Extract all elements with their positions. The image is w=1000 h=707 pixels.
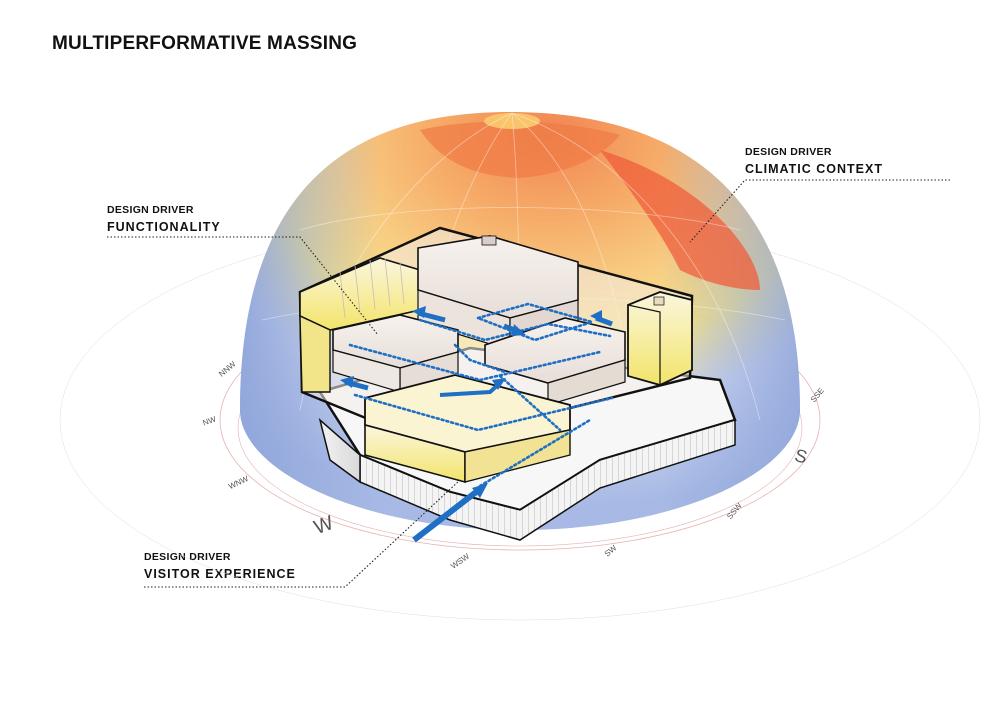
compass-nnw: NNW [217,359,238,378]
compass-wsw: WSW [449,551,471,570]
label-visitor-experience: DESIGN DRIVER VISITOR EXPERIENCE [144,551,296,581]
compass-wnw: WNW [227,474,250,491]
compass-ssw: SSW [725,501,744,521]
label-climatic-context: DESIGN DRIVER CLIMATIC CONTEXT [745,146,883,176]
circulation-paths [348,302,614,488]
compass-sw: SW [603,543,619,558]
label-heading: VISITOR EXPERIENCE [144,567,296,581]
label-heading: CLIMATIC CONTEXT [745,162,883,176]
compass-s: S [793,445,810,467]
leader-lines [107,179,950,588]
label-kicker: DESIGN DRIVER [107,204,194,216]
label-heading: FUNCTIONALITY [107,220,221,234]
label-functionality: DESIGN DRIVER FUNCTIONALITY [107,204,221,234]
label-kicker: DESIGN DRIVER [745,146,832,158]
page-title: MULTIPERFORMATIVE MASSING [52,33,358,54]
circulation-arrows [340,306,613,543]
label-kicker: DESIGN DRIVER [144,551,231,563]
compass-nw: NW [201,414,217,427]
